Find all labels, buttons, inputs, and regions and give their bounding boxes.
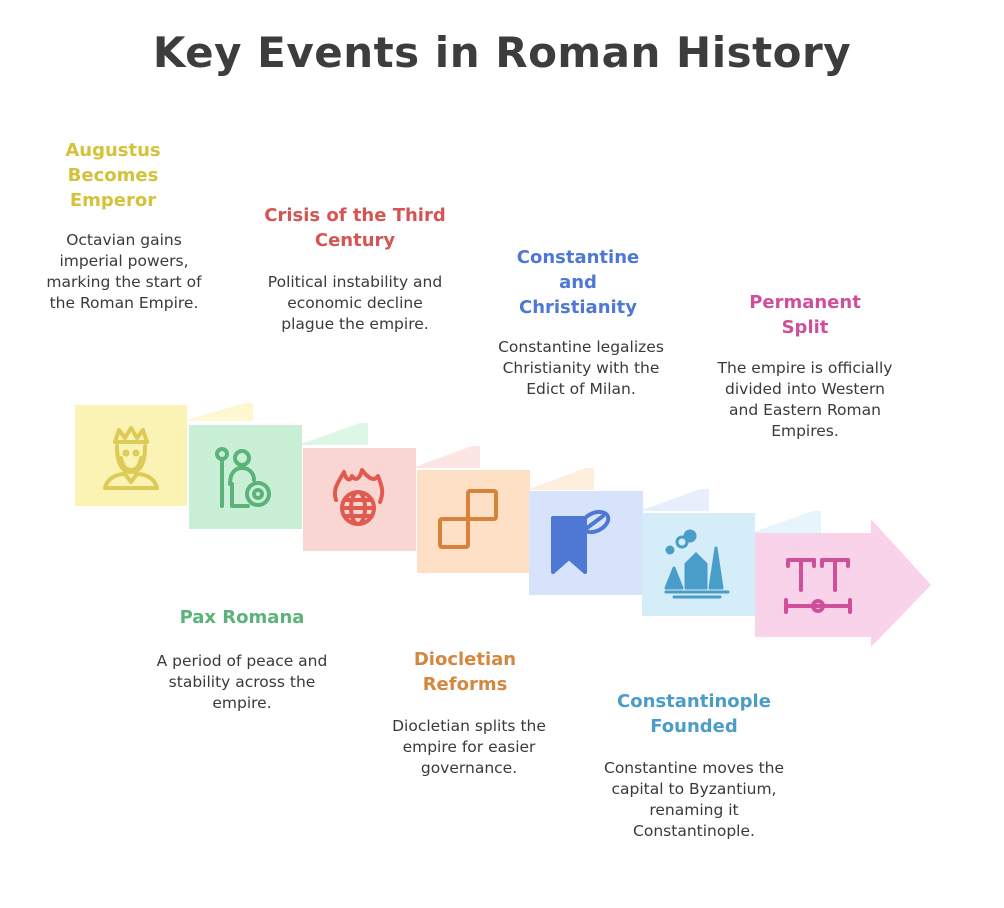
event-label-augustus: Augustus Becomes Emperor bbox=[65, 140, 161, 211]
event-description-diocletian: Diocletian splits the empire for easier … bbox=[392, 717, 546, 777]
panel-flap bbox=[639, 489, 709, 511]
event-description-crisis: Political instability and economic decli… bbox=[267, 273, 443, 333]
event-description-constantine: Constantine legalizes Christianity with … bbox=[498, 338, 664, 398]
event-label-diocletian: Diocletian Reforms bbox=[413, 649, 517, 695]
event-label-constantinople: Constantinople Founded bbox=[617, 691, 771, 737]
arrow-head bbox=[755, 519, 931, 647]
bookmark-icon bbox=[551, 509, 611, 574]
panel-pax-romana bbox=[189, 425, 302, 529]
panel-flap bbox=[183, 403, 253, 421]
panel-flap bbox=[751, 511, 821, 533]
soldier-shield-icon bbox=[215, 447, 271, 508]
event-description-pax-romana: A period of peace and stability across t… bbox=[156, 652, 328, 712]
burning-globe-icon bbox=[333, 468, 385, 526]
split-squares-icon bbox=[438, 489, 498, 549]
split-text-icon bbox=[784, 558, 852, 614]
event-label-crisis: Crisis of the Third Century bbox=[264, 205, 446, 251]
event-label-constantine: Constantine and Christianity bbox=[516, 247, 640, 318]
panel-flap bbox=[298, 423, 368, 445]
panel-diocletian bbox=[417, 470, 530, 573]
event-description-permanent-split: The empire is officially divided into We… bbox=[717, 359, 893, 440]
panel-flap bbox=[412, 446, 480, 468]
event-description-augustus: Octavian gains imperial powers, marking … bbox=[46, 231, 202, 312]
event-label-pax-romana: Pax Romana bbox=[179, 607, 305, 628]
emperor-icon bbox=[103, 426, 159, 490]
event-label-permanent-split: Permanent Split bbox=[749, 292, 861, 338]
event-description-constantinople: Constantine moves the capital to Byzanti… bbox=[604, 759, 785, 840]
city-icon bbox=[664, 529, 730, 599]
page-title: Key Events in Roman History bbox=[152, 28, 852, 77]
panel-flap bbox=[526, 468, 594, 490]
